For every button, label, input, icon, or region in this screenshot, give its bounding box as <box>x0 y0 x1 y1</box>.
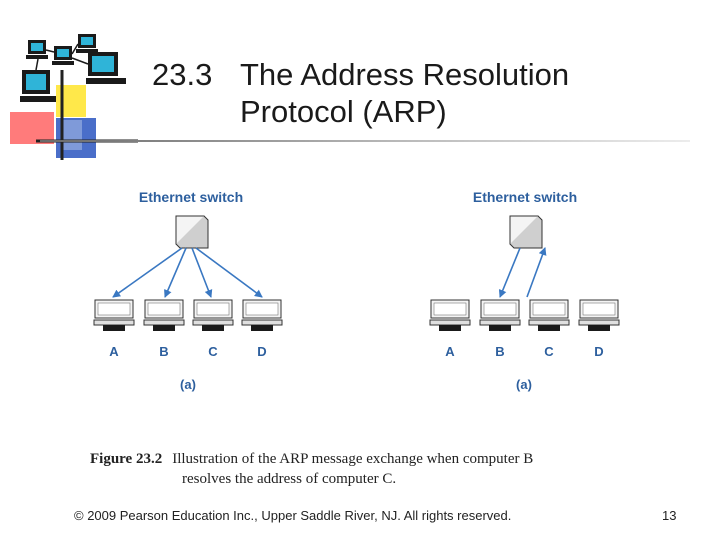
node-label-c-left: C <box>208 344 218 359</box>
arrow-c-to-switch-right <box>526 247 547 298</box>
copyright-footer: © 2009 Pearson Education Inc., Upper Sad… <box>74 508 512 523</box>
computer-b-left-icon <box>143 299 185 332</box>
caption-line-1: Illustration of the ARP message exchange… <box>172 451 534 467</box>
title-line-1: The Address Resolution <box>240 57 570 92</box>
caption-line-2: resolves the address of computer C. <box>182 471 397 487</box>
page-number: 13 <box>662 508 677 523</box>
computer-b-right-icon <box>479 299 521 332</box>
panel-label-right: (a) <box>516 377 532 392</box>
node-label-b-right: B <box>495 344 504 359</box>
title-divider <box>40 140 690 142</box>
node-label-b-left: B <box>159 344 168 359</box>
title-line-2: Protocol (ARP) <box>240 94 447 129</box>
title-number: 23.3 <box>152 57 213 92</box>
computer-a-left-icon <box>93 299 135 332</box>
ethernet-switch-right-icon <box>509 215 543 249</box>
ethernet-switch-left-icon <box>175 215 209 249</box>
panel-right: Ethernet switch A B C D (a) <box>429 189 620 392</box>
switch-label-right: Ethernet switch <box>473 189 577 205</box>
node-label-d-right: D <box>594 344 603 359</box>
arp-diagram: Ethernet switch A B C D (a) Ethernet swi… <box>93 189 620 392</box>
figure-caption: Figure 23.2 Illustration of the ARP messa… <box>90 449 650 489</box>
computer-a-right-icon <box>429 299 471 332</box>
slide-title: 23.3 The Address Resolution Protocol (ARP… <box>152 56 692 130</box>
arrow-switch-to-d <box>195 247 263 298</box>
computer-c-right-icon <box>528 299 570 332</box>
node-label-d-left: D <box>257 344 266 359</box>
node-label-a-left: A <box>109 344 119 359</box>
arrow-switch-to-c <box>191 247 213 298</box>
computer-c-left-icon <box>192 299 234 332</box>
network-computers-logo-icon <box>10 34 138 160</box>
arrow-switch-to-a <box>112 247 183 298</box>
arrow-switch-to-b <box>164 247 187 298</box>
figure-label: Figure 23.2 <box>90 451 163 467</box>
switch-label-left: Ethernet switch <box>139 189 243 205</box>
node-label-c-right: C <box>544 344 554 359</box>
computer-d-left-icon <box>241 299 283 332</box>
panel-label-left: (a) <box>180 377 196 392</box>
computer-d-right-icon <box>578 299 620 332</box>
panel-left: Ethernet switch A B C D (a) <box>93 189 283 392</box>
node-label-a-right: A <box>445 344 455 359</box>
arrow-switch-to-b-right <box>498 247 521 298</box>
